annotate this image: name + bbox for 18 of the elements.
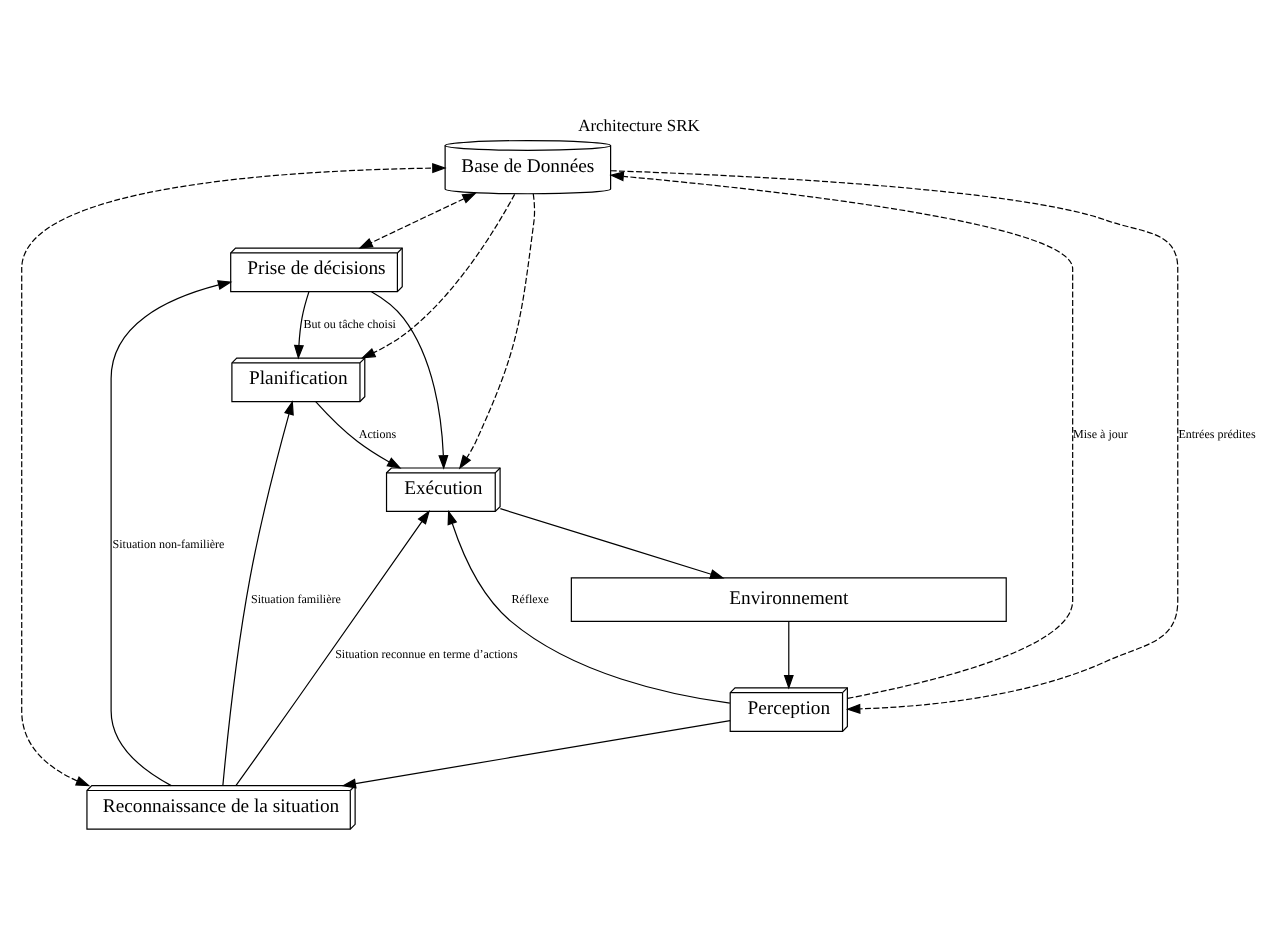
arrow: [235, 510, 430, 787]
arrow: [222, 400, 294, 787]
arrow: [610, 170, 1179, 714]
arrow: [609, 171, 1074, 699]
arrow: [21, 163, 447, 787]
arrow: [783, 621, 794, 690]
arrow: [358, 192, 477, 249]
arrow: [110, 280, 233, 787]
diagram-title: Architecture SRK: [578, 115, 700, 136]
node-box: Environnement: [570, 577, 1007, 622]
arrow: [499, 508, 725, 579]
arrow: [458, 193, 536, 470]
arrow: [360, 193, 516, 359]
arrow: [370, 291, 449, 470]
arrow: [315, 400, 402, 469]
arrow: [341, 720, 731, 789]
arrow: [293, 291, 310, 360]
arrow: [447, 510, 731, 704]
